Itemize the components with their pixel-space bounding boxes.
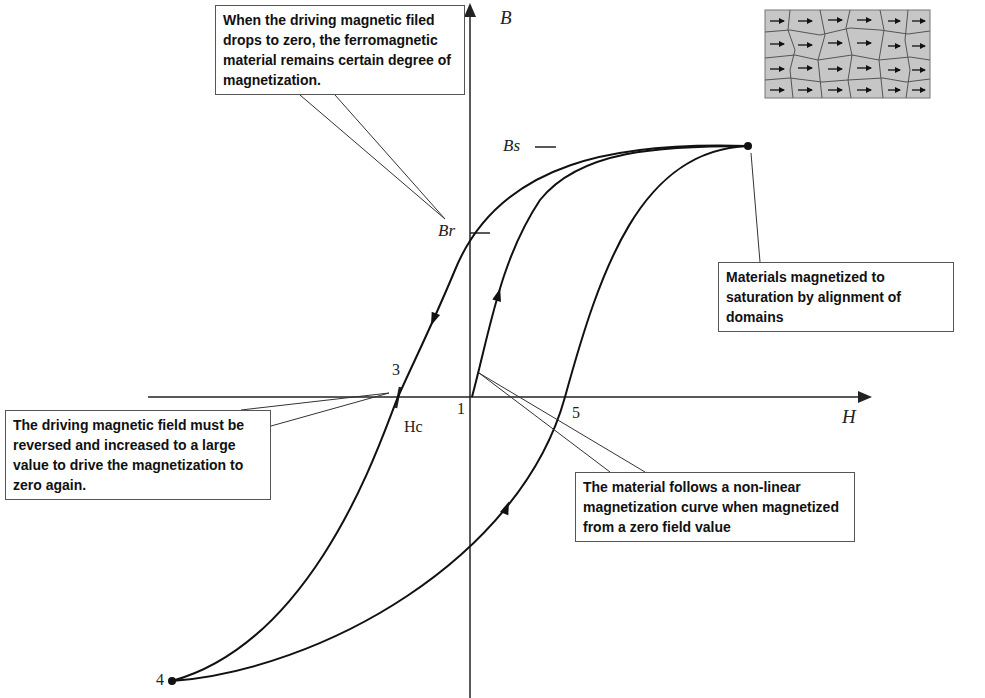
callout-box: The driving magnetic field must be rever… (5, 410, 271, 500)
leader-lines (241, 95, 760, 472)
callout-box: The material follows a non-linear magnet… (575, 472, 855, 542)
saturation-label: Bs (503, 137, 520, 154)
axes (148, 14, 860, 698)
callout-box: When the driving magnetic filed drops to… (215, 5, 465, 95)
tick-marks (396, 147, 556, 408)
callout-text: The driving magnetic field must be rever… (13, 415, 263, 495)
remanence-label: Br (438, 222, 455, 239)
callout-text: When the driving magnetic filed drops to… (223, 10, 457, 90)
axis-arrow (858, 391, 872, 403)
callout-box: Materials magnetized to saturation by al… (718, 262, 954, 332)
axis-label: B (500, 8, 512, 27)
callout-number: 4 (156, 672, 164, 688)
axis-label: H (842, 407, 856, 426)
callout-number: 3 (392, 362, 400, 378)
axis-arrow (464, 3, 476, 17)
callout-text: Materials magnetized to saturation by al… (726, 267, 946, 327)
callout-text: The material follows a non-linear magnet… (583, 477, 847, 537)
coercivity-label: Hc (404, 419, 423, 435)
domain-illustration (765, 10, 930, 98)
saturation-point (744, 142, 752, 150)
callout-number: 5 (572, 405, 580, 421)
curve-arrows (427, 287, 513, 515)
callout-number: 1 (457, 401, 465, 417)
saturation-point (168, 677, 176, 685)
